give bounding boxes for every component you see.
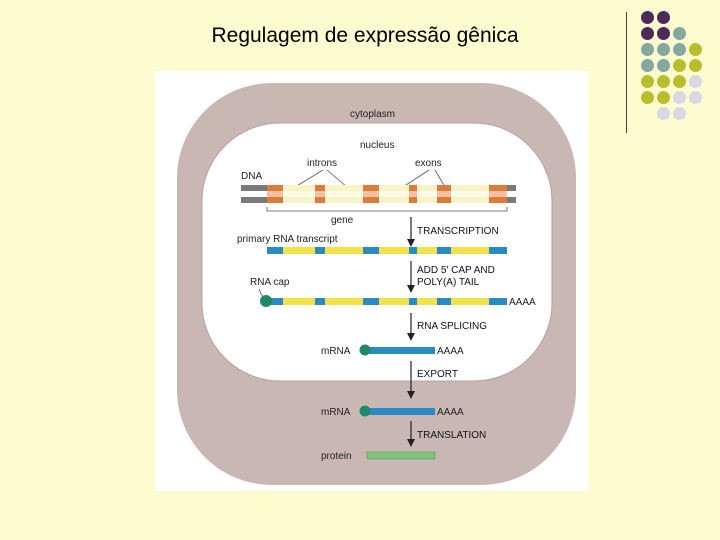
exons-label: exons	[415, 158, 442, 169]
decorative-vertical-line	[626, 12, 627, 133]
decor-dot	[641, 11, 654, 24]
cap-tail-arrowhead	[407, 285, 415, 293]
protein-label: protein	[321, 451, 352, 462]
mrna-label-cytoplasm: mRNA	[321, 407, 351, 418]
rna-exon-part	[267, 247, 283, 254]
intron-pointer	[326, 169, 348, 188]
mrna-nucleus	[365, 347, 435, 354]
transcription-step: TRANSCRIPTION	[417, 226, 499, 237]
rna-exon-part	[315, 298, 325, 305]
decor-dot	[673, 59, 686, 72]
label-pointers	[294, 169, 446, 188]
mrna-cap	[359, 344, 371, 356]
decor-dot	[657, 43, 670, 56]
exon-pointer	[402, 169, 430, 188]
decor-dot	[657, 91, 670, 104]
export-step: EXPORT	[417, 369, 458, 380]
export-arrowhead	[407, 391, 415, 399]
cap-tail-step-line1: ADD 5' CAP AND	[417, 265, 495, 276]
cap-tail-step-line2: POLY(A) TAIL	[417, 277, 480, 288]
decor-dot	[657, 75, 670, 88]
nucleus-label: nucleus	[360, 140, 394, 151]
decor-dot	[673, 43, 686, 56]
dna-double-helix	[241, 185, 516, 203]
decor-dot	[641, 59, 654, 72]
diagram-svg: cytoplasm nucleus introns exons DNA gene…	[155, 71, 588, 491]
rna-intron-part	[267, 298, 507, 305]
rna-exon-part	[315, 247, 325, 254]
rna-intron-part	[267, 247, 507, 254]
rna-cap-label: RNA cap	[250, 277, 290, 288]
cytoplasm-label: cytoplasm	[350, 109, 395, 120]
translation-step: TRANSLATION	[417, 430, 486, 441]
rna-exon-part	[267, 298, 283, 305]
polya-tail-2: AAAA	[437, 346, 464, 357]
decor-dot	[673, 91, 686, 104]
polya-tail-3: AAAA	[437, 407, 464, 418]
decor-dot	[657, 27, 670, 40]
decor-dot	[657, 11, 670, 24]
decor-dot	[641, 43, 654, 56]
rna-exon-part	[409, 247, 417, 254]
introns-label: introns	[307, 158, 337, 169]
slide-title: Regulagem de expressão gênica	[211, 24, 519, 47]
decor-dot	[689, 91, 702, 104]
dna-label: DNA	[241, 171, 262, 182]
decor-dot	[657, 107, 670, 120]
gene-bracket	[266, 207, 508, 212]
mrna-cytoplasm	[365, 408, 435, 415]
rna-exon-part	[409, 298, 417, 305]
protein-product	[366, 451, 436, 460]
transcription-arrowhead	[407, 239, 415, 247]
rna-cap	[260, 295, 272, 307]
rna-exon-part	[363, 298, 379, 305]
rna-exon-part	[437, 247, 451, 254]
decor-dot	[641, 91, 654, 104]
splicing-arrowhead	[407, 333, 415, 341]
gene-label: gene	[331, 215, 354, 226]
rna-exon-part	[437, 298, 451, 305]
decor-dot	[673, 107, 686, 120]
rna-exon-part	[363, 247, 379, 254]
mrna-cap	[359, 405, 371, 417]
decor-dot	[673, 75, 686, 88]
gene-expression-diagram: cytoplasm nucleus introns exons DNA gene…	[155, 71, 588, 491]
translation-arrowhead	[407, 439, 415, 447]
rna-exon-part	[489, 247, 507, 254]
primary-rna-transcript	[267, 247, 507, 254]
capped-primary-rna	[260, 295, 507, 307]
decor-dot	[641, 75, 654, 88]
intron-pointer	[294, 169, 324, 188]
decor-dot	[657, 59, 670, 72]
decor-dot	[673, 27, 686, 40]
exon-pointer	[434, 169, 446, 188]
rna-exon-part	[489, 298, 507, 305]
primary-transcript-label: primary RNA transcript	[237, 234, 338, 245]
decor-dot	[689, 43, 702, 56]
mrna-label-nucleus: mRNA	[321, 346, 351, 357]
decor-dot	[689, 75, 702, 88]
decor-dot	[689, 59, 702, 72]
splicing-step: RNA SPLICING	[417, 321, 487, 332]
helix-gap	[267, 191, 507, 197]
polya-tail-1: AAAA	[509, 297, 536, 308]
decor-dot	[641, 27, 654, 40]
